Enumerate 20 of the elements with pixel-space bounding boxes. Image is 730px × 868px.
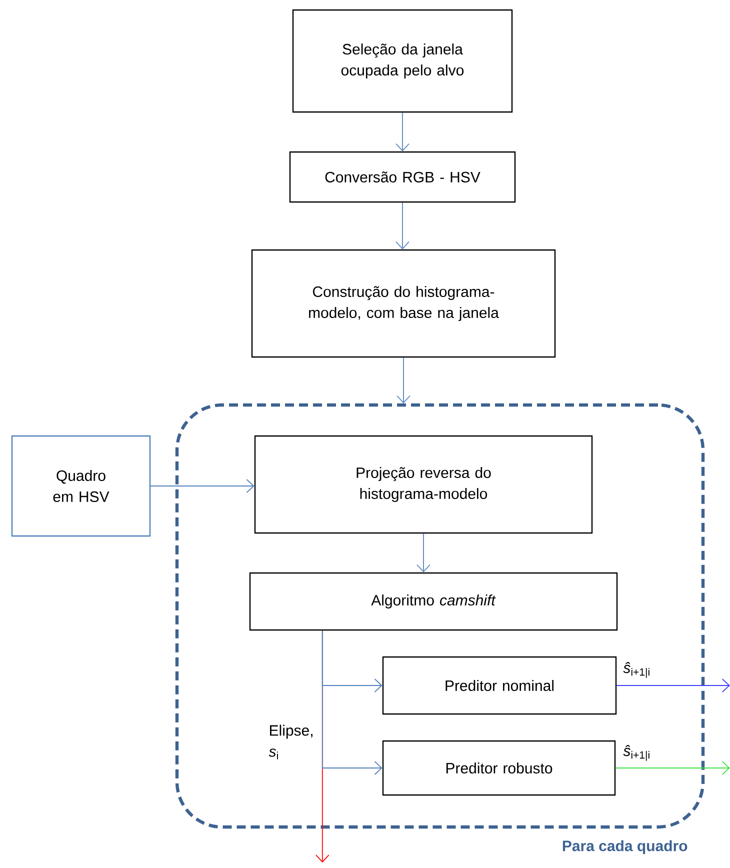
arrow	[396, 202, 410, 250]
arrow	[396, 112, 410, 152]
input-box: Quadro em HSV	[11, 435, 151, 537]
process-box: Projeção reversa do histograma-modelo	[254, 435, 593, 534]
process-box: Construção do histograma-modelo, com base na janela	[251, 249, 556, 358]
edge-label: ŝ$_{i+1|i}$	[623, 745, 650, 761]
process-box: Algoritmo camshift	[249, 572, 618, 631]
arrow	[322, 630, 382, 775]
process-box: Preditor robusto	[382, 740, 616, 796]
arrow	[150, 479, 254, 493]
edge-label: ŝ$_{i+1|i}$	[623, 662, 650, 678]
process-box: Seleção da janela ocupada pelo alvo	[292, 9, 513, 113]
arrow	[615, 761, 730, 775]
process-box: Conversão RGB - HSV	[289, 151, 516, 203]
arrow	[616, 678, 730, 692]
arrow	[416, 533, 430, 572]
arrow	[396, 357, 410, 404]
group-title: Para cada quadro	[562, 840, 688, 854]
edge-label: Elipse, s$_{i}$	[268, 724, 312, 760]
process-box: Preditor nominal	[382, 656, 617, 715]
